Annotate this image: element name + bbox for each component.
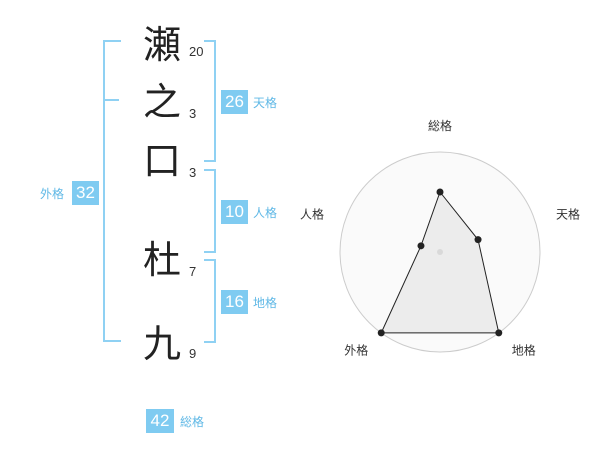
name-char-5: 九 bbox=[142, 322, 181, 366]
radar-axis-label: 外格 bbox=[344, 343, 368, 358]
radar-point-3 bbox=[495, 329, 503, 337]
jinkaku-bracket bbox=[204, 169, 216, 253]
soukaku-value: 42 bbox=[146, 409, 174, 433]
name-char-1: 瀬 bbox=[142, 23, 181, 67]
name-char-3: 口 bbox=[142, 139, 181, 183]
radar-point-4 bbox=[377, 329, 385, 337]
jinkaku-label: 人格 bbox=[253, 206, 278, 220]
stroke-count-5: 9 bbox=[189, 346, 197, 361]
radar-point-1 bbox=[436, 188, 444, 196]
radar-point-2 bbox=[474, 236, 482, 244]
radar-polygon bbox=[380, 190, 500, 334]
tenkaku-label: 天格 bbox=[253, 96, 278, 110]
name-char-4: 杜 bbox=[142, 238, 181, 282]
radar-axis-label: 天格 bbox=[556, 206, 580, 221]
radar-point-5 bbox=[417, 242, 425, 250]
radar-points bbox=[377, 188, 503, 337]
tenkaku-value: 26 bbox=[221, 90, 248, 114]
tenkaku-bracket bbox=[204, 40, 216, 162]
radar-axis-label: 地格 bbox=[512, 343, 536, 358]
gaikaku-label: 外格 bbox=[40, 187, 65, 201]
gaikaku-bracket bbox=[103, 40, 121, 342]
gaikaku-value: 32 bbox=[72, 181, 99, 205]
chikaku-label: 地格 bbox=[253, 296, 278, 310]
radar-axis-label: 総格 bbox=[428, 118, 452, 133]
stroke-count-3: 3 bbox=[189, 165, 197, 180]
radar-axis-label: 人格 bbox=[300, 206, 324, 221]
jinkaku-value: 10 bbox=[221, 200, 248, 224]
stroke-count-4: 7 bbox=[189, 264, 197, 279]
soukaku-label: 総格 bbox=[180, 415, 205, 429]
radar-area bbox=[380, 190, 500, 334]
stroke-count-1: 20 bbox=[189, 44, 204, 59]
gaikaku-bracket-tick bbox=[103, 99, 119, 101]
chikaku-bracket bbox=[204, 259, 216, 343]
name-char-2: 之 bbox=[142, 80, 181, 124]
stroke-count-2: 3 bbox=[189, 106, 197, 121]
chikaku-value: 16 bbox=[221, 290, 248, 314]
